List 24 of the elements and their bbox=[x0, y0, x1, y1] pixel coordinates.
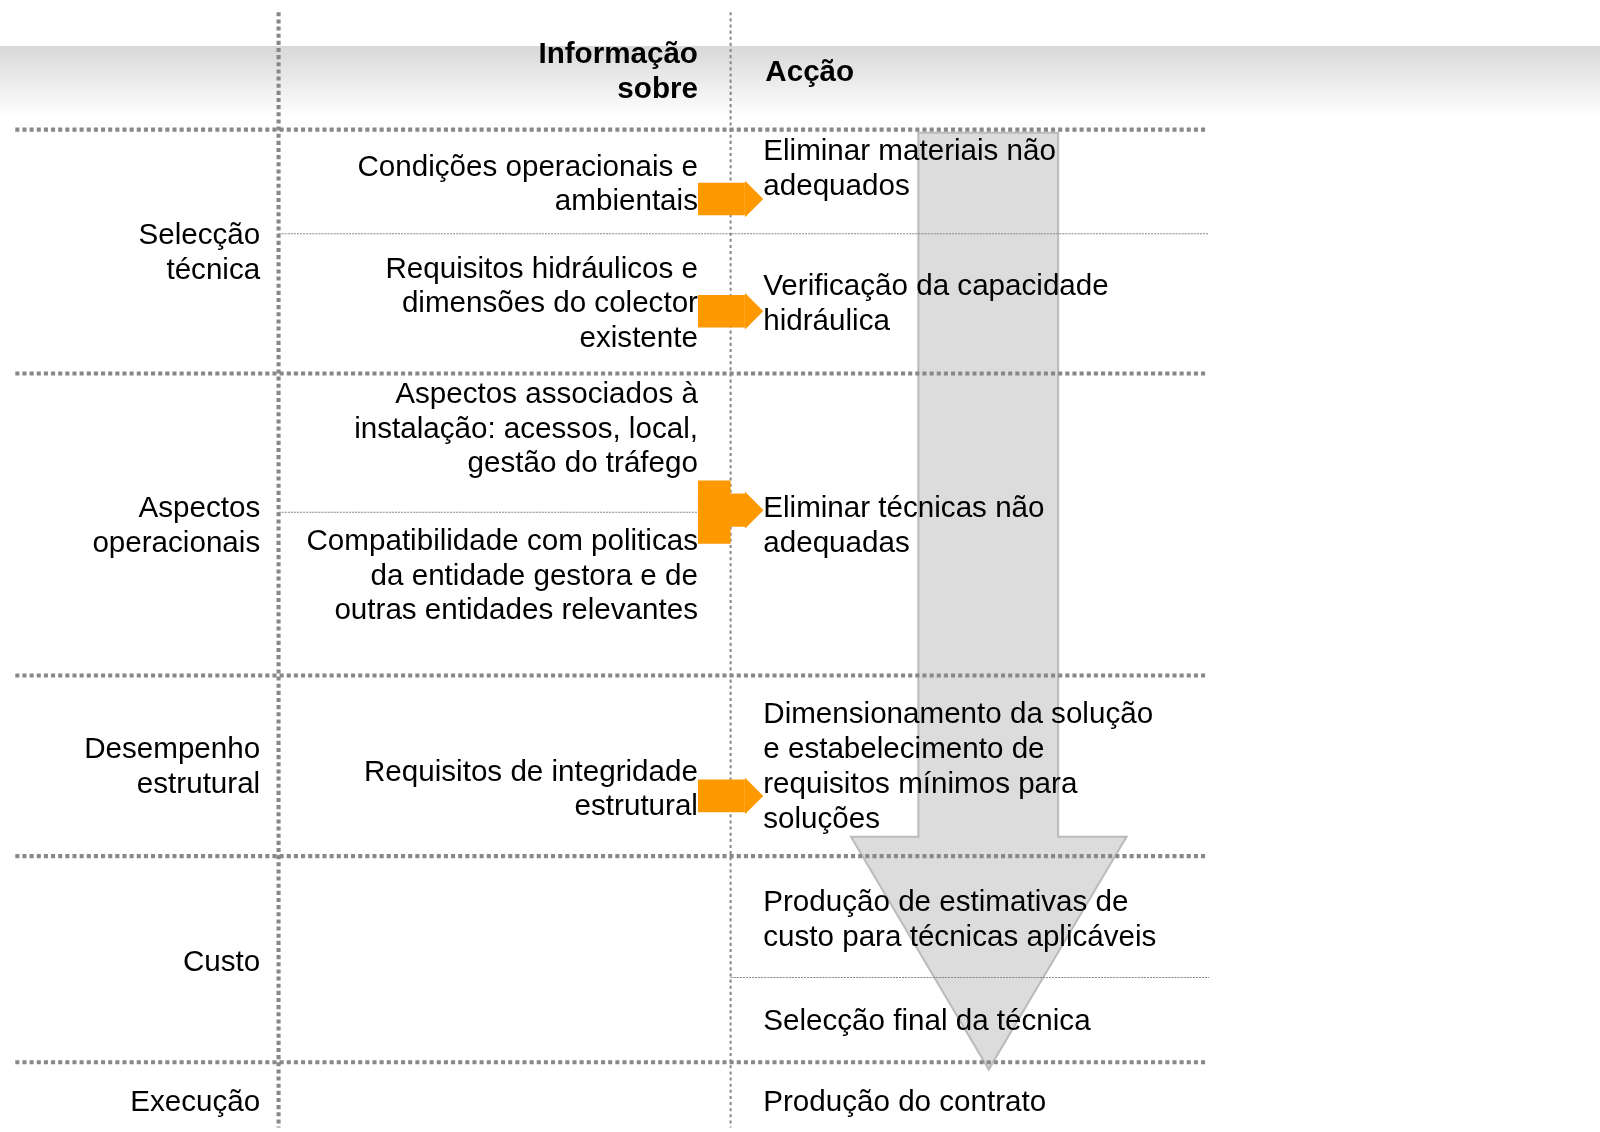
column-header: Informação sobre bbox=[537, 35, 698, 106]
action-text: Produção de estimativas de custo para técnicas aplicáveis bbox=[763, 883, 1182, 956]
information-text: Condições operacionais e ambientais bbox=[289, 147, 698, 220]
column-header: Acção bbox=[765, 53, 856, 88]
arrow bbox=[697, 491, 764, 544]
row-header: Execução bbox=[129, 1083, 261, 1119]
arrow bbox=[697, 777, 764, 815]
information-text: Requisitos hidráulicos e dimensões do colector existente bbox=[289, 250, 698, 358]
action-text: Produção do contrato bbox=[763, 1083, 1182, 1123]
row-header: Desempenho estrutural bbox=[83, 730, 261, 800]
row-header: Selecção técnica bbox=[137, 216, 261, 286]
action-text: Dimensionamento da solução e estabelecimento de requisitos mínimos para soluções bbox=[763, 695, 1177, 839]
action-text: Selecção final da técnica bbox=[763, 1002, 1182, 1070]
arrow bbox=[697, 180, 764, 218]
information-text: Aspectos associados à instalação: acessos, local, gestão do tráfego bbox=[289, 375, 698, 503]
action-text: Verificação da capacidade hidráulica bbox=[763, 267, 1172, 339]
row-header: Custo bbox=[181, 943, 261, 979]
action-text: Eliminar técnicas não adequadas bbox=[763, 489, 1172, 562]
information-text: Requisitos de integridade estrutural bbox=[289, 753, 698, 825]
row-header: Aspectos operacionais bbox=[91, 489, 261, 560]
action-text: Eliminar materiais não adequados bbox=[763, 132, 1172, 205]
information-text: Compatibilidade com politicas da entidade gestora e de outras entidades relevantes bbox=[297, 522, 698, 668]
block-arrow bbox=[849, 131, 1129, 1072]
arrow bbox=[697, 292, 764, 330]
